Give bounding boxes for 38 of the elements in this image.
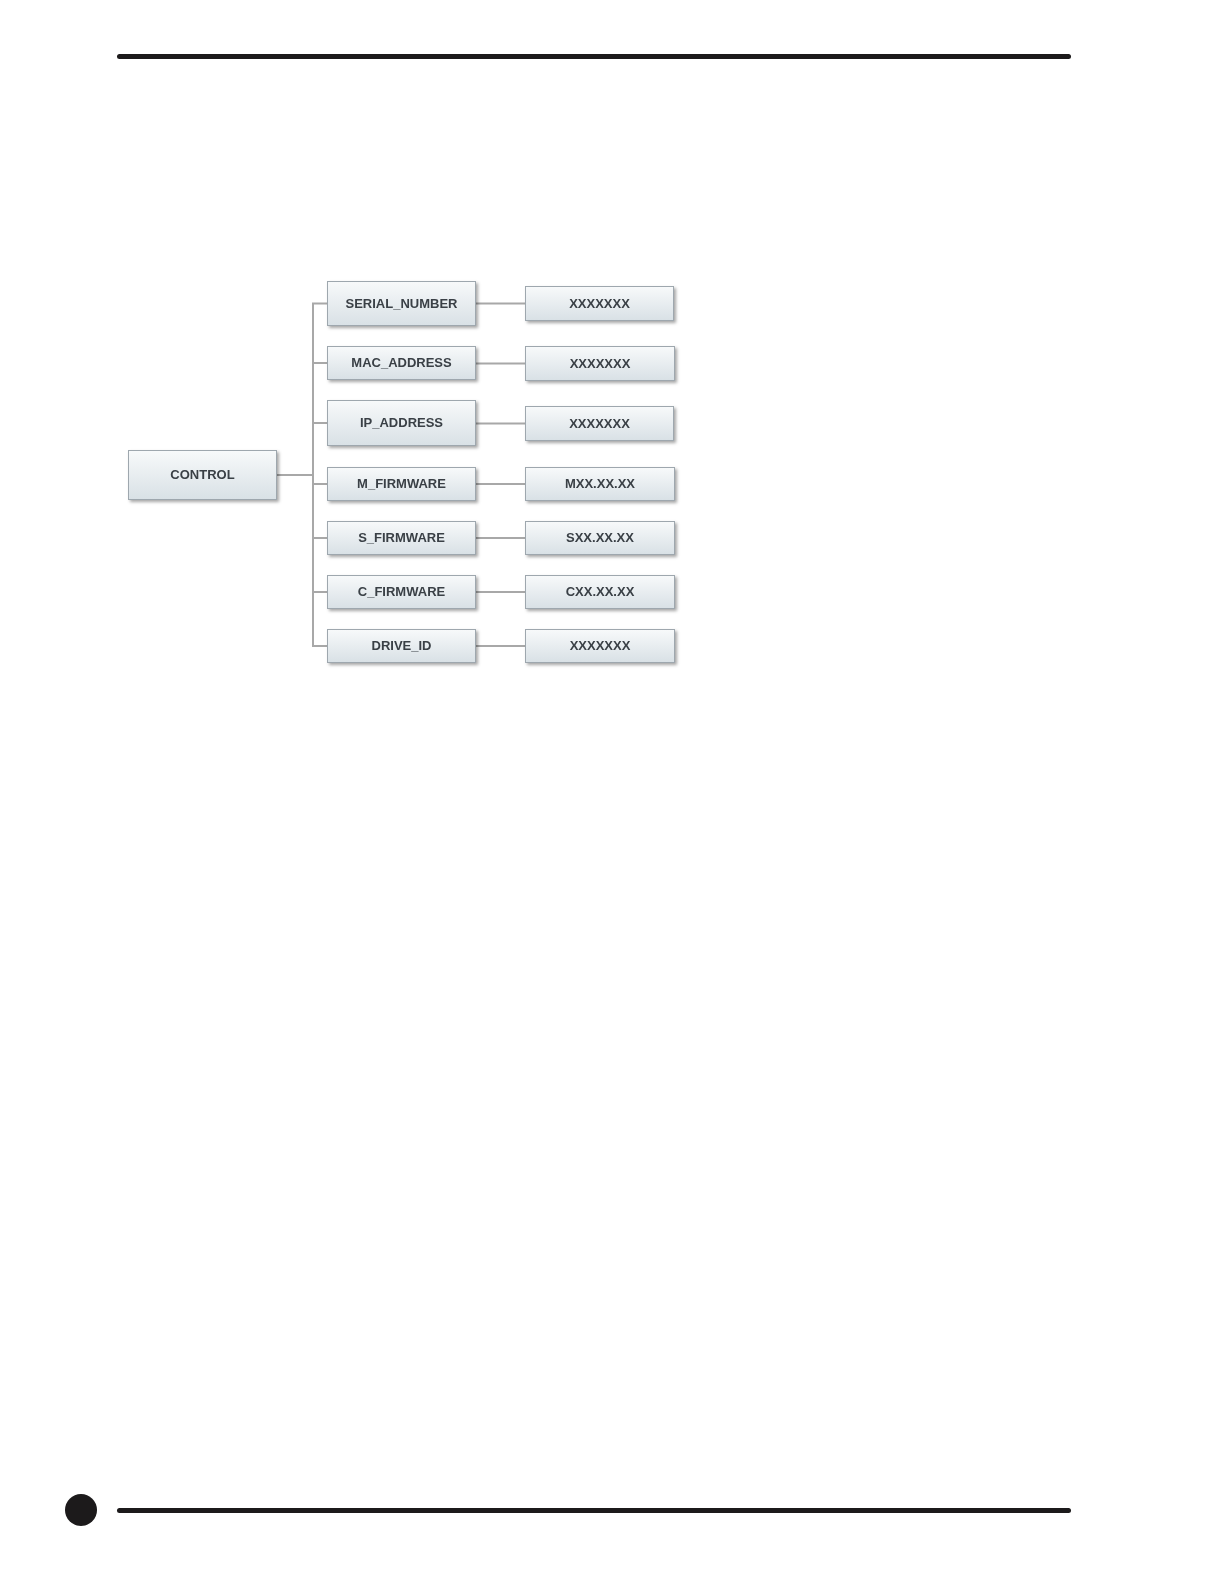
connector-line [475, 422, 526, 425]
process-box [327, 467, 476, 501]
box-label: CONTROL [170, 466, 235, 485]
box-label: SXX.XX.XX [566, 529, 634, 548]
box-label: IP_ADDRESS [359, 414, 444, 433]
process-box [525, 346, 675, 381]
connector-line [475, 483, 526, 485]
connector-line [475, 591, 526, 593]
process-box [327, 346, 476, 380]
process-box [525, 467, 675, 501]
box-label: XXXXXXX [569, 414, 630, 433]
process-box [525, 629, 675, 663]
process-box [327, 400, 476, 446]
process-box [525, 521, 675, 555]
connector-line [475, 362, 526, 365]
box-label: DRIVE_ID [371, 637, 432, 656]
process-box [525, 575, 675, 609]
connector-line [475, 645, 526, 647]
box-label: S_FIRMWARE [358, 529, 445, 548]
box-label: XXXXXXX [569, 294, 630, 313]
box-label: SERIAL_NUMBER [345, 294, 458, 313]
box-label: XXXXXXX [569, 637, 631, 656]
box-label: C_FIRMWARE [357, 583, 446, 602]
box-label: M_FIRMWARE [357, 475, 446, 494]
connector-line [475, 302, 526, 305]
connector-line [276, 474, 328, 647]
box-label: MAC_ADDRESS [351, 354, 452, 373]
connector-line [475, 537, 526, 539]
process-box [525, 406, 674, 441]
process-box [327, 521, 476, 555]
process-box [525, 286, 674, 321]
box-label: MXX.XX.XX [564, 475, 636, 494]
box-label: XXXXXXX [569, 354, 631, 373]
process-box [327, 281, 476, 326]
process-box [327, 629, 476, 663]
process-box [128, 450, 277, 500]
box-label: CXX.XX.XX [565, 583, 635, 602]
process-box [327, 575, 476, 609]
